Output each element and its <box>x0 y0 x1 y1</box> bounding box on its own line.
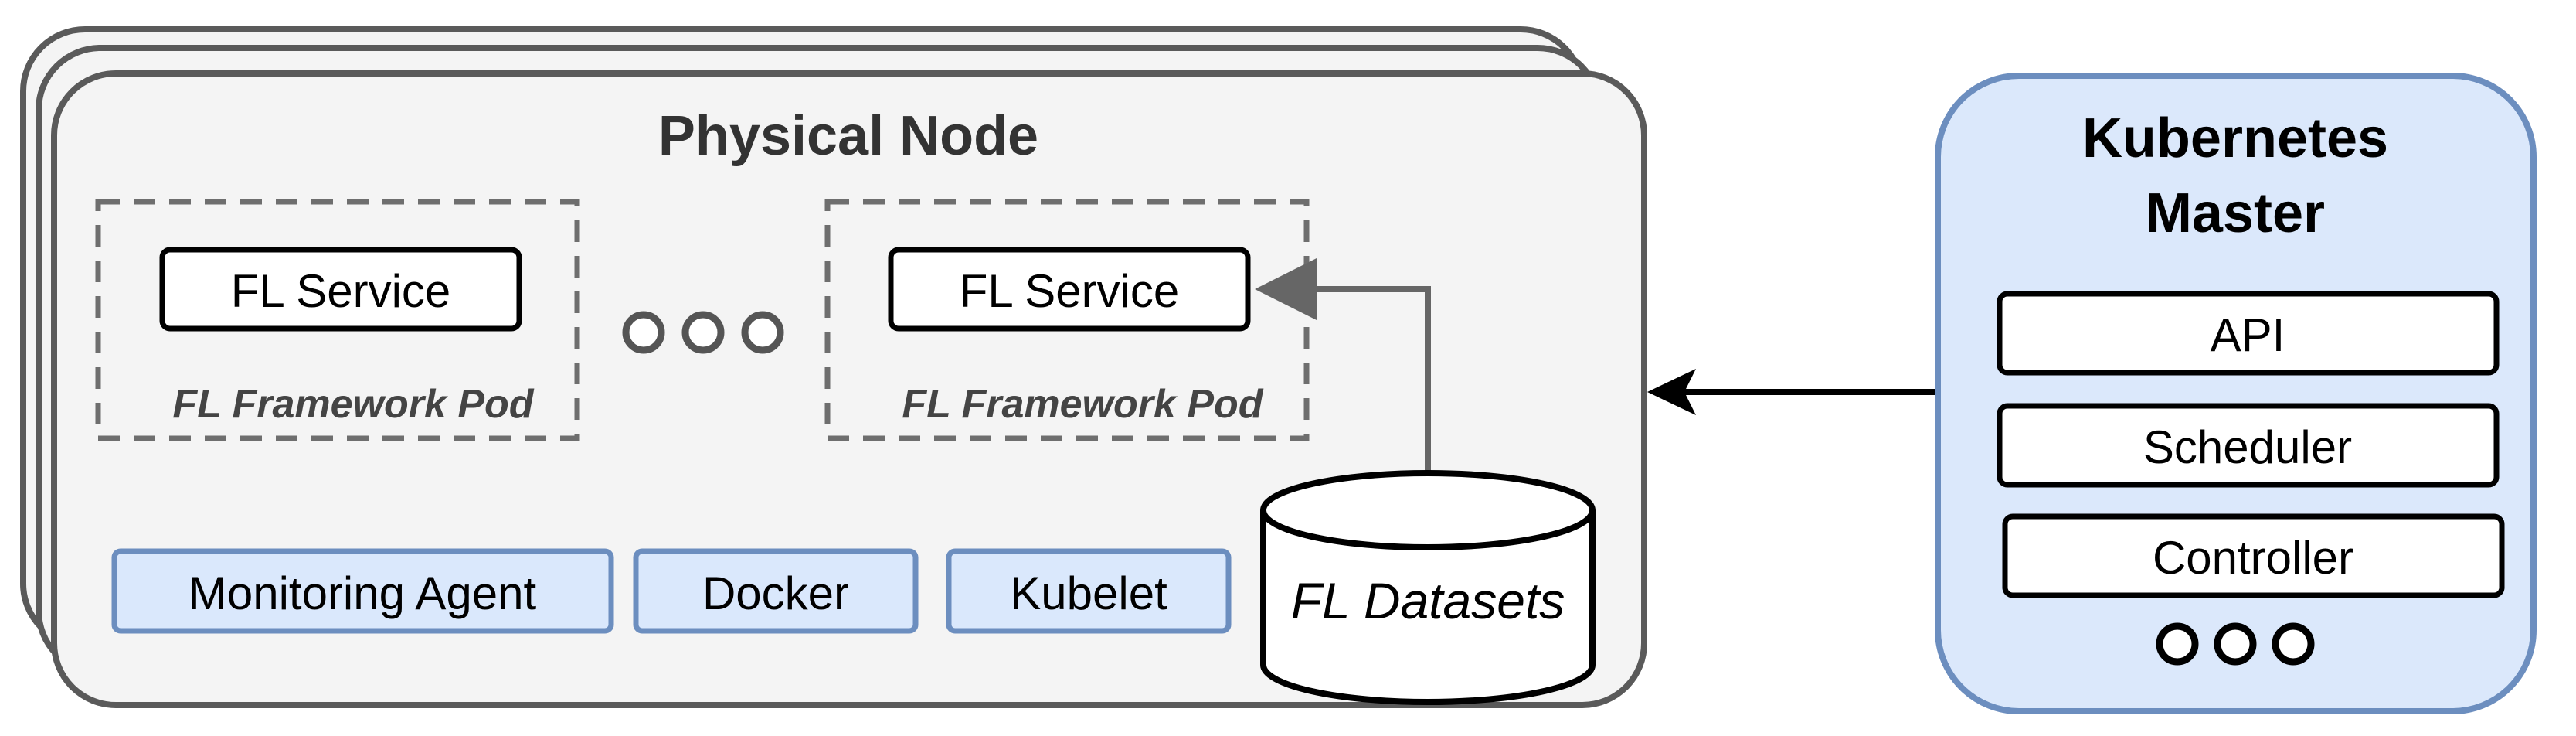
datasets-to-service-arrow <box>1255 258 1431 479</box>
scheduler-box <box>1997 403 2500 488</box>
monitoring-agent-label: Monitoring Agent <box>189 567 537 619</box>
ellipsis-dot <box>681 311 725 354</box>
api-label: API <box>2211 309 2285 361</box>
kubernetes-master: Kubernetes Master API Scheduler Controll… <box>1935 73 2537 714</box>
fl-datasets-label: FL Datasets <box>1291 572 1565 629</box>
physical-node-card-front <box>51 70 1647 708</box>
kubelet-box <box>946 548 1232 634</box>
fl-service-label: FL Service <box>231 265 451 317</box>
cylinder-body <box>1260 510 1596 705</box>
physical-node-stack <box>20 26 1647 708</box>
kubernetes-master-title-line2: Master <box>2146 182 2325 244</box>
kubernetes-master-panel <box>1935 73 2537 714</box>
cylinder-top <box>1260 470 1596 550</box>
controller-label: Controller <box>2153 532 2353 584</box>
pod-label: FL Framework Pod <box>902 382 1263 427</box>
fl-framework-pod-2: FL Service FL Framework Pod <box>824 199 1310 441</box>
fl-framework-pod-1: FL Service FL Framework Pod <box>95 199 580 441</box>
ellipsis-dot <box>2214 622 2257 666</box>
physical-node-title: Physical Node <box>658 105 1038 167</box>
pod-label: FL Framework Pod <box>172 382 534 427</box>
ellipsis-dot <box>622 311 665 354</box>
fl-service-label: FL Service <box>960 265 1180 317</box>
fl-service-box <box>888 247 1251 332</box>
arrow-head <box>1647 369 1696 415</box>
ellipsis-dot <box>2156 622 2199 666</box>
controller-box <box>2002 513 2505 598</box>
scheduler-label: Scheduler <box>2143 421 2352 473</box>
kubernetes-master-title-line1: Kubernetes <box>2082 107 2388 169</box>
docker-box <box>633 548 919 634</box>
fl-datasets-database-icon: FL Datasets <box>1260 470 1596 705</box>
api-box <box>1997 291 2500 376</box>
ellipsis-dot <box>741 311 784 354</box>
ellipsis-dot <box>2272 622 2315 666</box>
kubelet-label: Kubelet <box>1010 567 1167 619</box>
more-pods-ellipsis <box>622 311 784 354</box>
fl-service-box <box>159 247 522 332</box>
more-components-ellipsis <box>2156 622 2315 666</box>
monitoring-agent-box <box>111 548 614 634</box>
docker-label: Docker <box>702 567 849 619</box>
node-components: Monitoring Agent Docker Kubelet <box>111 548 1232 634</box>
master-to-node-arrow <box>1647 369 1938 415</box>
